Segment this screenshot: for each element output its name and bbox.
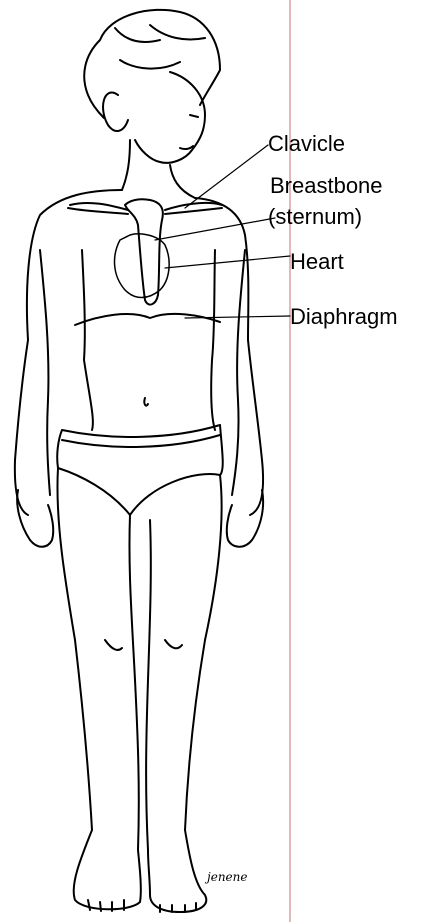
clavicle-leader: [185, 145, 268, 208]
right-leg: [146, 475, 222, 850]
underwear: [57, 425, 223, 515]
sternum-label: (sternum): [268, 206, 362, 228]
navel: [144, 398, 148, 406]
left-foot: [74, 830, 141, 909]
heart-leader: [165, 256, 290, 268]
diaphragm-label: Diaphragm: [290, 306, 398, 328]
left-leg: [57, 468, 138, 850]
artist-signature: jenene: [207, 870, 247, 884]
clavicle: [70, 203, 222, 210]
sternum-leader: [155, 218, 275, 240]
diaphragm: [75, 314, 220, 325]
clavicle-label: Clavicle: [268, 133, 345, 155]
right-foot: [148, 830, 206, 912]
left-hand: [17, 490, 53, 547]
face: [135, 72, 205, 163]
sternum: [125, 199, 163, 304]
right-hand: [227, 490, 263, 547]
heart-label: Heart: [290, 251, 344, 273]
ear: [103, 93, 128, 131]
breastbone-label: Breastbone: [270, 175, 383, 197]
left-arm: [15, 250, 50, 515]
